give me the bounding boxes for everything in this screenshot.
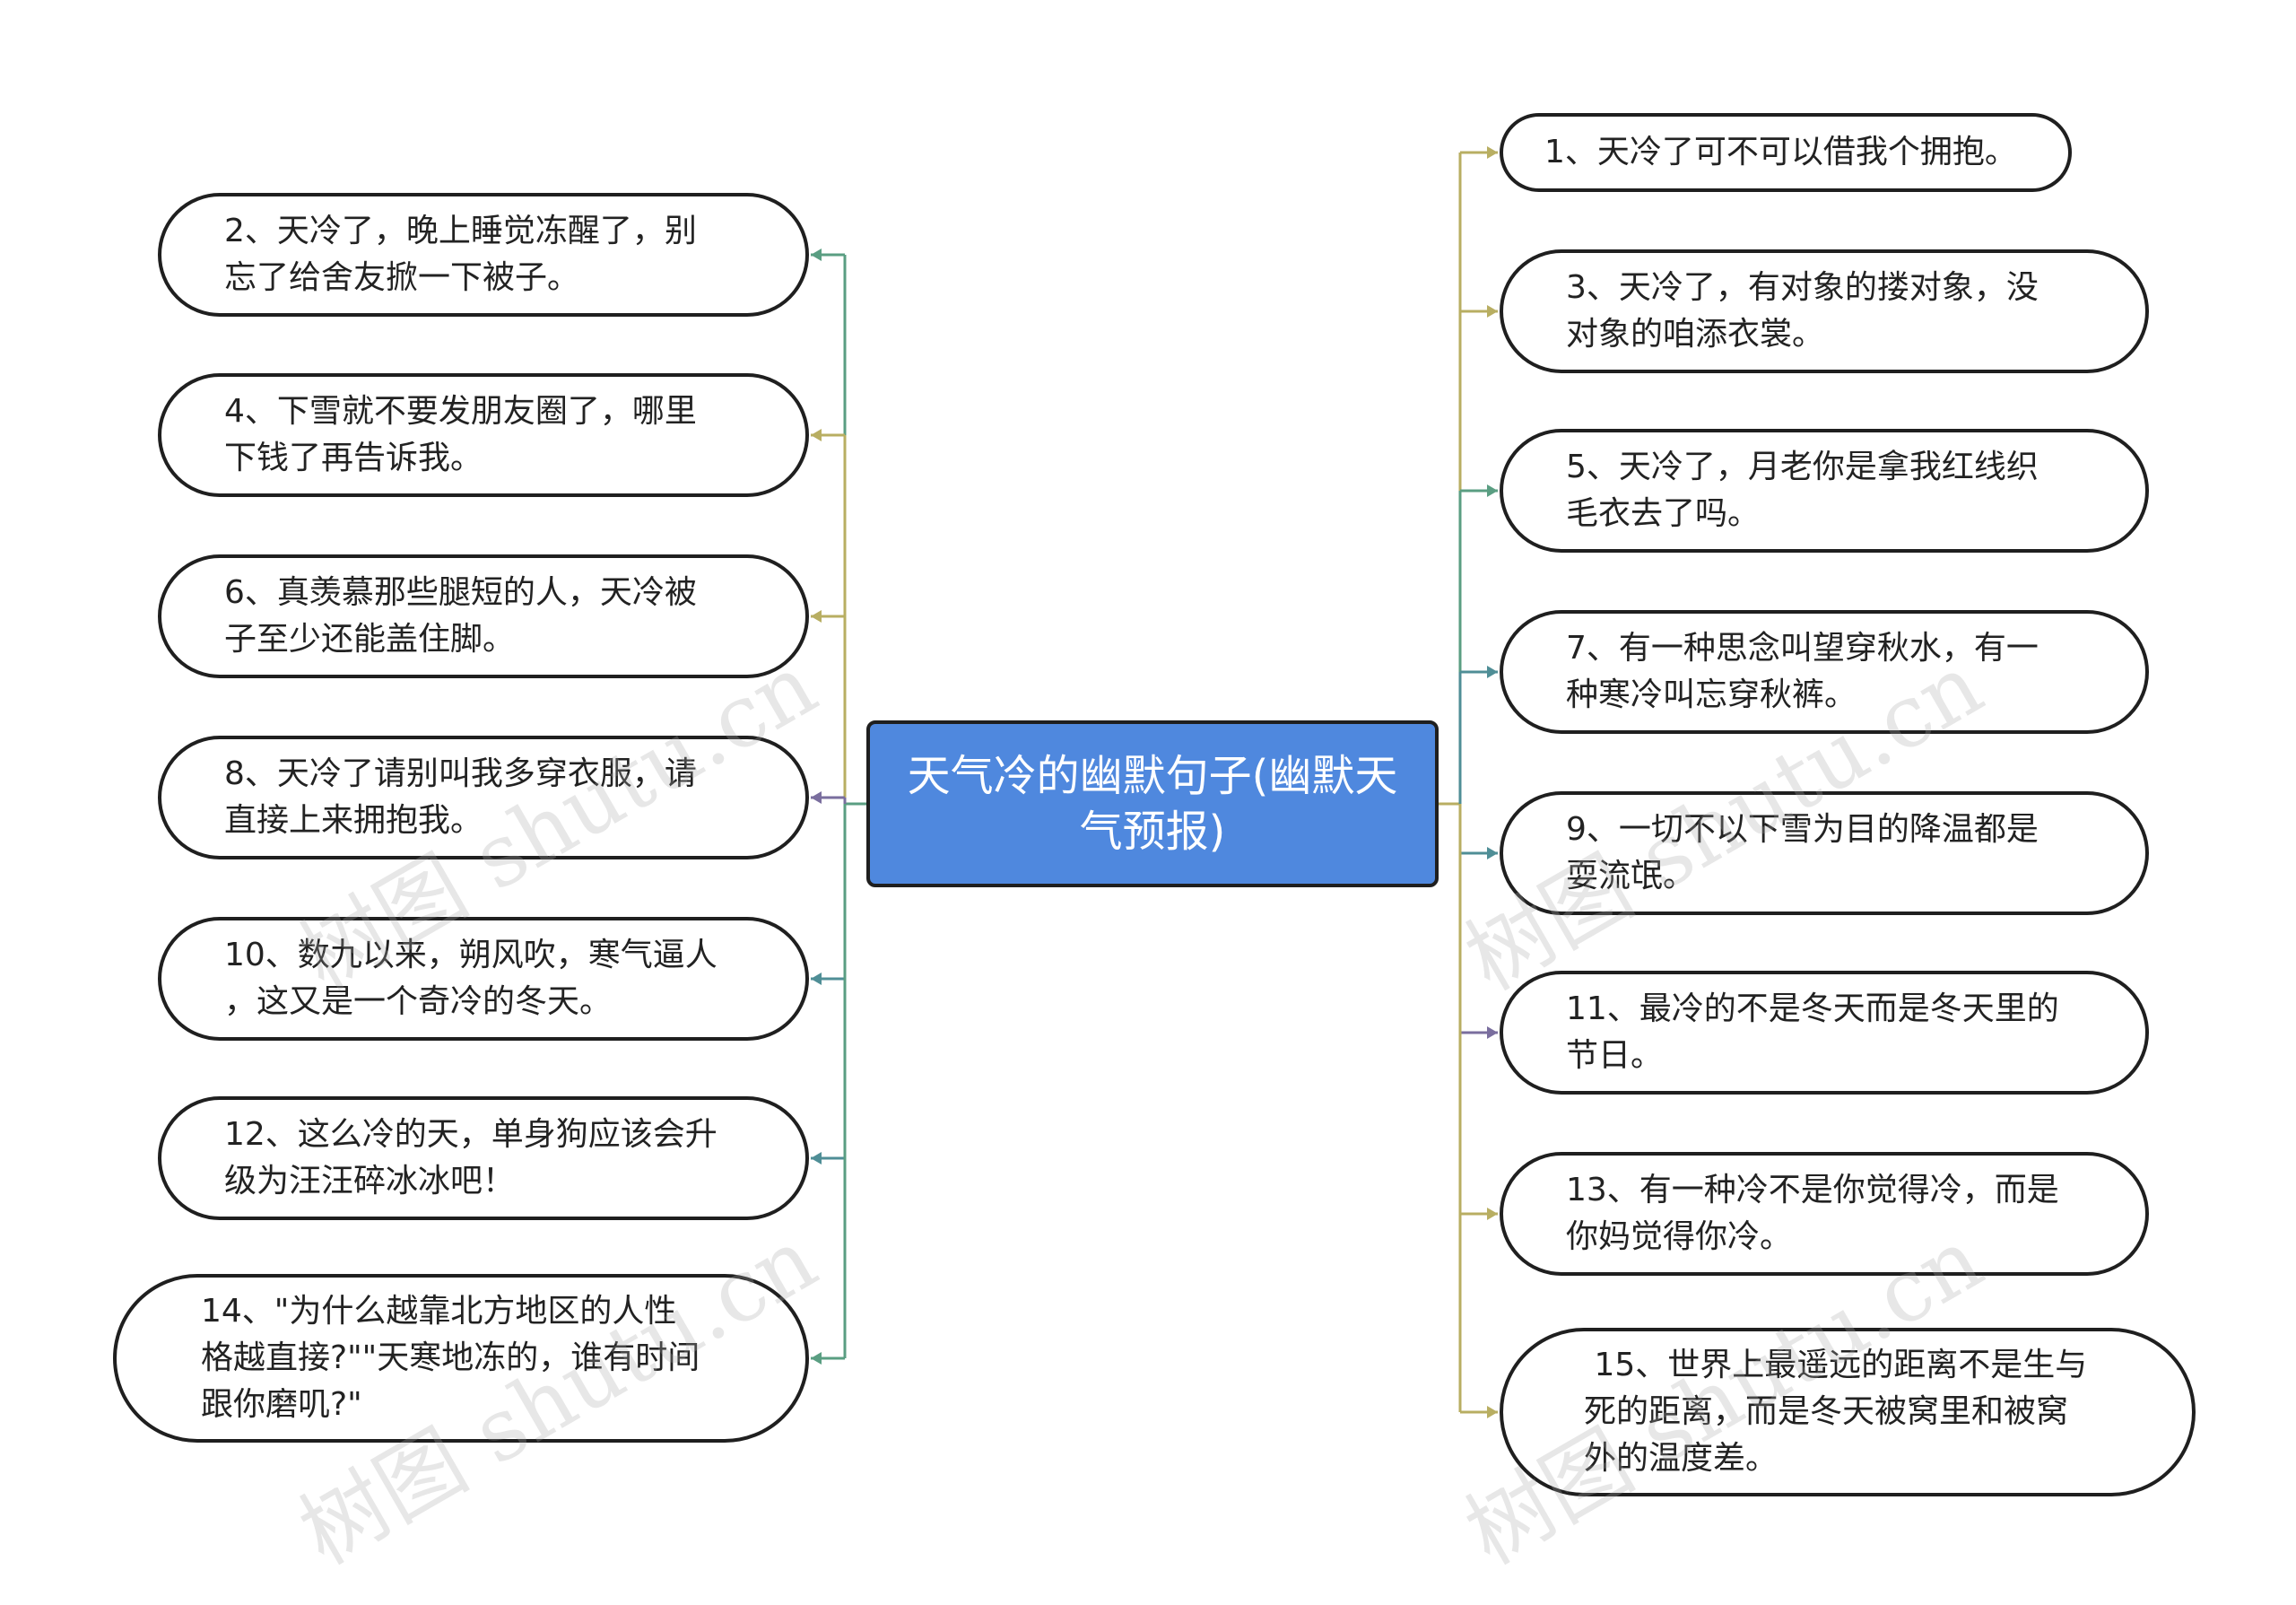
- right-topic-label: 9、一切不以下雪为目的降温都是 耍流氓。: [1566, 811, 2039, 894]
- right-connector-arrow: [1487, 847, 1498, 859]
- left-topic-4[interactable]: 8、天冷了请别叫我多穿衣服，请 直接上来拥抱我。: [158, 736, 809, 859]
- left-topic-label: 4、下雪就不要发朋友圈了，哪里 下钱了再告诉我。: [224, 393, 697, 476]
- left-topic-label: 8、天冷了请别叫我多穿衣服，请 直接上来拥抱我。: [224, 755, 697, 839]
- left-topic-3[interactable]: 6、真羡慕那些腿短的人，天冷被 子至少还能盖住脚。: [158, 554, 809, 678]
- right-topic-label: 13、有一种冷不是你觉得冷，而是 你妈觉得你冷。: [1566, 1172, 2059, 1255]
- left-topic-5[interactable]: 10、数九以来，朔风吹，寒气逼人 ，这又是一个奇冷的冬天。: [158, 917, 809, 1041]
- central-topic[interactable]: 天气冷的幽默句子(幽默天气预报): [866, 720, 1439, 887]
- left-topic-6[interactable]: 12、这么冷的天，单身狗应该会升 级为汪汪碎冰冰吧！: [158, 1096, 809, 1220]
- right-topic-6[interactable]: 11、最冷的不是冬天而是冬天里的 节日。: [1500, 971, 2149, 1095]
- right-topic-7[interactable]: 13、有一种冷不是你觉得冷，而是 你妈觉得你冷。: [1500, 1152, 2149, 1276]
- left-connector-arrow: [811, 791, 822, 804]
- right-topic-4[interactable]: 7、有一种思念叫望穿秋水，有一 种寒冷叫忘穿秋裤。: [1500, 610, 2149, 734]
- right-connector-arrow: [1487, 1406, 1498, 1418]
- left-topic-2[interactable]: 4、下雪就不要发朋友圈了，哪里 下钱了再告诉我。: [158, 373, 809, 497]
- right-connector-arrow: [1487, 146, 1498, 159]
- right-connector-arrow: [1487, 305, 1498, 318]
- left-connector-arrow: [811, 610, 822, 623]
- left-connector-arrow: [811, 973, 822, 985]
- left-topic-label: 6、真羡慕那些腿短的人，天冷被 子至少还能盖住脚。: [224, 574, 697, 658]
- left-connector-arrow: [811, 249, 822, 261]
- left-connector-arrow: [811, 1152, 822, 1164]
- right-connector-arrow: [1487, 1026, 1498, 1039]
- right-topic-1[interactable]: 1、天冷了可不可以借我个拥抱。: [1500, 113, 2072, 192]
- right-topic-label: 11、最冷的不是冬天而是冬天里的 节日。: [1566, 990, 2059, 1074]
- right-topic-label: 15、世界上最遥远的距离不是生与 死的距离，而是冬天被窝里和被窝 外的温度差。: [1584, 1347, 2088, 1477]
- right-topic-label: 5、天冷了，月老你是拿我红线织 毛衣去了吗。: [1566, 449, 2039, 532]
- right-topic-label: 1、天冷了可不可以借我个拥抱。: [1544, 134, 2017, 170]
- right-connector-arrow: [1487, 1208, 1498, 1220]
- right-topic-8[interactable]: 15、世界上最遥远的距离不是生与 死的距离，而是冬天被窝里和被窝 外的温度差。: [1500, 1328, 2196, 1496]
- right-topic-2[interactable]: 3、天冷了，有对象的搂对象，没 对象的咱添衣裳。: [1500, 249, 2149, 373]
- right-topic-label: 3、天冷了，有对象的搂对象，没 对象的咱添衣裳。: [1566, 269, 2039, 353]
- left-connector-arrow: [811, 1352, 822, 1365]
- left-topic-1[interactable]: 2、天冷了，晚上睡觉冻醒了，别 忘了给舍友掀一下被子。: [158, 193, 809, 317]
- left-topic-label: 2、天冷了，晚上睡觉冻醒了，别 忘了给舍友掀一下被子。: [224, 213, 697, 296]
- central-topic-label: 天气冷的幽默句子(幽默天气预报): [907, 751, 1398, 857]
- left-topic-7[interactable]: 14、"为什么越靠北方地区的人性 格越直接?""天寒地冻的，谁有时间 跟你磨叽?…: [113, 1274, 809, 1443]
- right-topic-label: 7、有一种思念叫望穿秋水，有一 种寒冷叫忘穿秋裤。: [1566, 630, 2039, 713]
- left-topic-label: 14、"为什么越靠北方地区的人性 格越直接?""天寒地冻的，谁有时间 跟你磨叽?…: [201, 1293, 700, 1423]
- left-topic-label: 10、数九以来，朔风吹，寒气逼人 ，这又是一个奇冷的冬天。: [224, 937, 718, 1020]
- left-connector-arrow: [811, 429, 822, 441]
- right-topic-3[interactable]: 5、天冷了，月老你是拿我红线织 毛衣去了吗。: [1500, 429, 2149, 553]
- right-topic-5[interactable]: 9、一切不以下雪为目的降温都是 耍流氓。: [1500, 791, 2149, 915]
- left-topic-label: 12、这么冷的天，单身狗应该会升 级为汪汪碎冰冰吧！: [224, 1116, 718, 1199]
- right-connector-arrow: [1487, 484, 1498, 497]
- right-connector-arrow: [1487, 666, 1498, 678]
